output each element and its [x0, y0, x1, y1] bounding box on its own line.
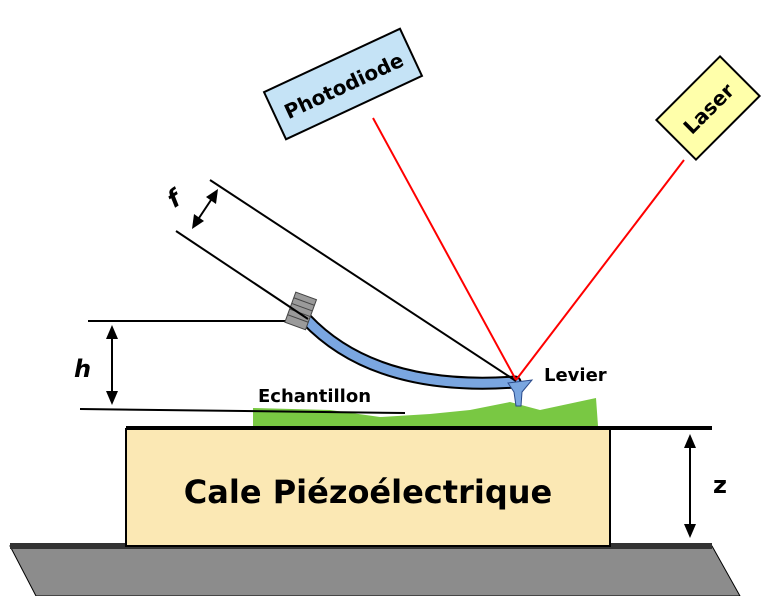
h-arrow-head-top — [106, 325, 118, 339]
z-arrow-head-top — [684, 434, 696, 448]
f-arrow-head-bottom — [192, 214, 204, 229]
base-ground — [9, 545, 741, 596]
z-arrow-head-bottom — [684, 524, 696, 538]
f-arrow-head-top — [206, 189, 218, 204]
piezo-label: Cale Piézoélectrique — [184, 473, 552, 511]
piezo-block — [125, 428, 611, 547]
f-reference-line-lower — [175, 230, 309, 320]
f-label: f — [162, 183, 188, 214]
h-label: h — [74, 355, 91, 383]
cantilever-body — [301, 314, 520, 388]
h-reference-bottom — [79, 408, 406, 414]
cantilever-label: Levier — [544, 365, 607, 386]
laser: Laser — [654, 54, 762, 162]
laser-beam-reflected — [372, 117, 517, 381]
f-reference-line-upper — [209, 179, 517, 382]
f-arrow — [196, 196, 214, 222]
photodiode: Photodiode — [262, 27, 424, 141]
cantilever-tip — [507, 379, 534, 407]
sample-label: Echantillon — [258, 386, 371, 407]
cantilever-holder — [284, 291, 318, 331]
sample — [253, 398, 598, 426]
laser-beam-incident — [515, 159, 685, 381]
z-label: z — [713, 471, 727, 499]
h-arrow-head-bottom — [106, 391, 118, 405]
